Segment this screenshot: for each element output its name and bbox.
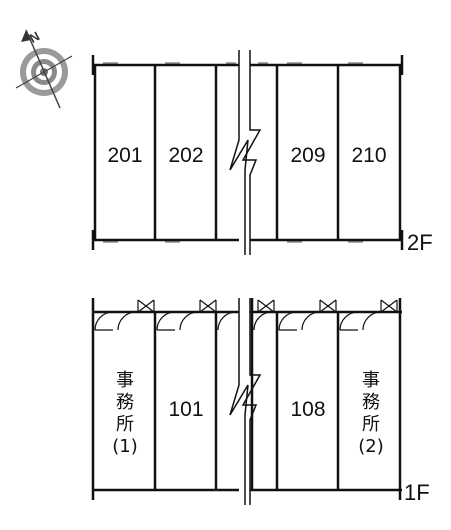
floor-label-2f: 2F bbox=[407, 230, 433, 255]
unit-202: 202 bbox=[168, 144, 203, 167]
unit-210: 210 bbox=[351, 144, 386, 167]
north-label: N bbox=[27, 28, 42, 46]
floor-label-1f: 1F bbox=[404, 480, 430, 505]
svg-text:事: 事 bbox=[116, 370, 134, 391]
break-symbol bbox=[229, 298, 262, 505]
break-symbol bbox=[229, 50, 262, 255]
floor-1f bbox=[91, 298, 402, 500]
compass-rose-icon bbox=[15, 29, 73, 109]
svg-text:(2): (2) bbox=[358, 436, 384, 457]
svg-text:(1): (1) bbox=[112, 436, 138, 457]
door-icons-1f bbox=[94, 311, 382, 331]
unit-209: 209 bbox=[290, 144, 325, 167]
svg-text:務: 務 bbox=[362, 392, 380, 413]
unit-office-1: 事 務 所 (1) bbox=[112, 370, 138, 457]
window-marks-2f bbox=[103, 62, 363, 243]
svg-text:事: 事 bbox=[362, 370, 380, 391]
svg-text:所: 所 bbox=[116, 414, 134, 435]
svg-text:務: 務 bbox=[116, 392, 134, 413]
unit-201: 201 bbox=[107, 144, 142, 167]
svg-text:所: 所 bbox=[362, 414, 380, 435]
unit-office-2: 事 務 所 (2) bbox=[358, 370, 384, 457]
floor-2f bbox=[91, 55, 404, 250]
unit-108: 108 bbox=[290, 398, 325, 421]
unit-101: 101 bbox=[168, 398, 203, 421]
mailbox-icons-1f bbox=[137, 299, 398, 314]
